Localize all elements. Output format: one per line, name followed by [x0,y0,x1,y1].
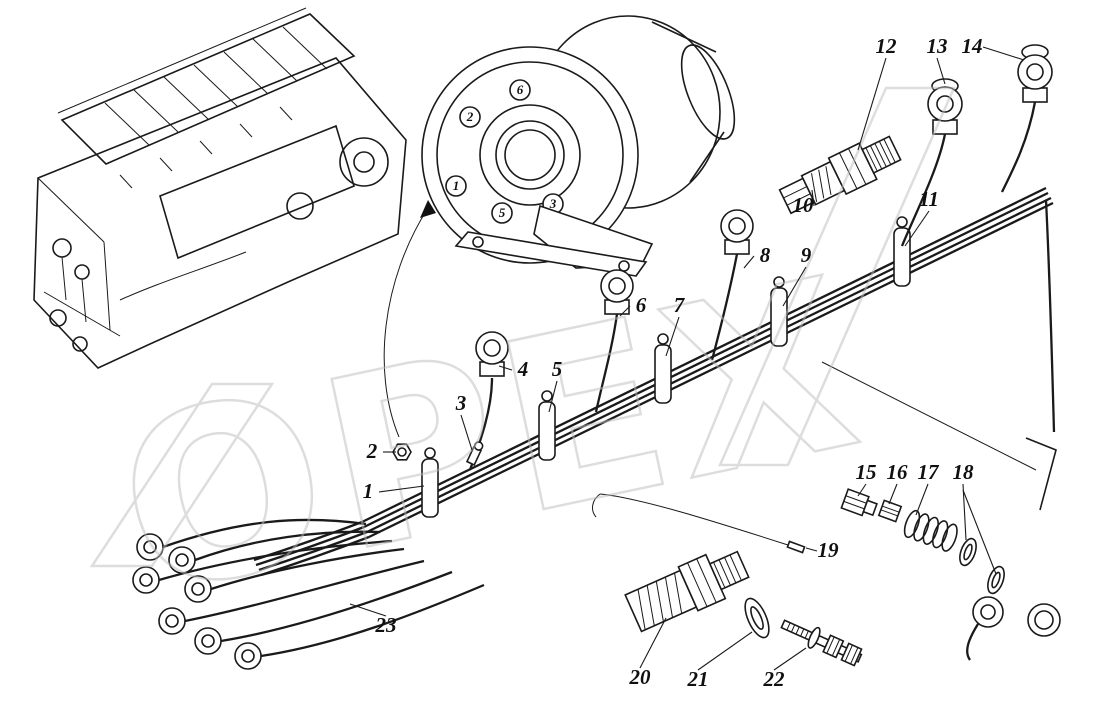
banjo-fitting-capped [900,78,963,247]
spring [903,509,958,552]
flange-hole-label-5: 5 [499,205,506,220]
flange-hole-label-6: 6 [517,82,524,97]
leader-line-23 [349,603,387,617]
leader-line-6 [619,305,631,317]
leader-line-1 [378,485,425,493]
callout-8: 8 [760,243,771,267]
flange-hole-label-2: 2 [466,109,474,124]
seal-ring [1027,603,1061,637]
injector-pipe-cluster [132,518,485,670]
leader-line-22 [773,647,807,671]
leader-line-21 [697,631,753,671]
callout-11: 11 [919,187,939,211]
watermark-slash [718,86,956,467]
exploded-parts [592,361,1061,667]
flange-hole [445,175,467,197]
banjo-end [966,596,1004,661]
leader-line-5 [548,380,558,413]
long-leader [821,361,1037,471]
callout-23: 23 [375,613,397,637]
leader-line-20 [639,617,667,669]
banjo-end [132,533,262,670]
leader-line-15 [857,483,867,497]
small-parts [392,441,484,467]
callout-4: 4 [517,357,529,381]
clamp [538,390,556,461]
drain-tube [599,493,789,546]
leader-line-3 [460,414,473,451]
callout-2: 2 [366,439,378,463]
callout-21: 21 [687,667,709,691]
leader-line-8 [743,255,755,269]
leader-line-4 [498,365,513,371]
callout-10: 10 [793,193,815,217]
banjo-fittings [468,44,1053,471]
valve-fitting [840,488,878,517]
banjo-fitting [594,269,634,413]
leader-line-19 [805,547,818,552]
banjo-fitting [468,331,509,471]
flange-hole-label-3: 3 [549,196,557,211]
callout-16: 16 [887,460,909,484]
bolt [465,441,484,467]
watermark-text: OPEX [98,227,884,649]
callout-5: 5 [552,357,563,381]
flange-hole-label-1: 1 [453,178,460,193]
leader-line-9 [782,266,807,307]
leader-line-18b [962,489,997,575]
flange-hole-labels: 1 2 6 5 3 [453,82,557,220]
callout-13: 13 [927,34,948,58]
callout-6: 6 [636,293,647,317]
leader-line-11 [904,210,930,247]
sealing-washer [744,597,770,639]
callout-9: 9 [801,243,812,267]
washers [959,537,1005,595]
pipe-clamps [421,216,911,518]
leader-line-10 [811,189,815,207]
pulse-damper [383,15,736,438]
watermark-slash [89,382,275,568]
callout-22: 22 [763,667,786,691]
bracket [1025,437,1057,511]
connector-fitting [624,550,750,633]
callout-1: 1 [363,479,374,503]
callout-18: 18 [953,460,975,484]
clamp [893,216,911,287]
engine-block [33,7,407,369]
pin [786,540,806,554]
long-bolt [780,619,863,667]
callout-12: 12 [876,34,898,58]
callout-19: 19 [818,538,840,562]
leader-line-18 [962,483,967,541]
callout-14: 14 [962,34,983,58]
callout-15: 15 [856,460,877,484]
clamp [654,333,672,404]
reference-arrow [383,207,429,438]
leader-line-16 [888,483,898,505]
flange-hole [491,202,513,224]
leader-line-17 [915,483,929,516]
callout-20: 20 [629,665,652,689]
clamp [770,276,788,347]
flange-hole [509,79,531,101]
callout-7: 7 [674,293,686,317]
leader-line-14 [982,46,1025,61]
callout-17: 17 [918,460,941,484]
leader-line-12 [857,57,887,151]
leader-line-7 [665,316,680,357]
callout-3: 3 [455,391,467,415]
clamp [421,447,439,518]
valve-nut [877,499,903,523]
banjo-fitting-capped [1000,44,1053,193]
leader-line-13 [936,57,946,85]
banjo-fitting [710,209,754,361]
flange-hole [459,106,481,128]
fuel-rail-pipes [253,186,1056,577]
